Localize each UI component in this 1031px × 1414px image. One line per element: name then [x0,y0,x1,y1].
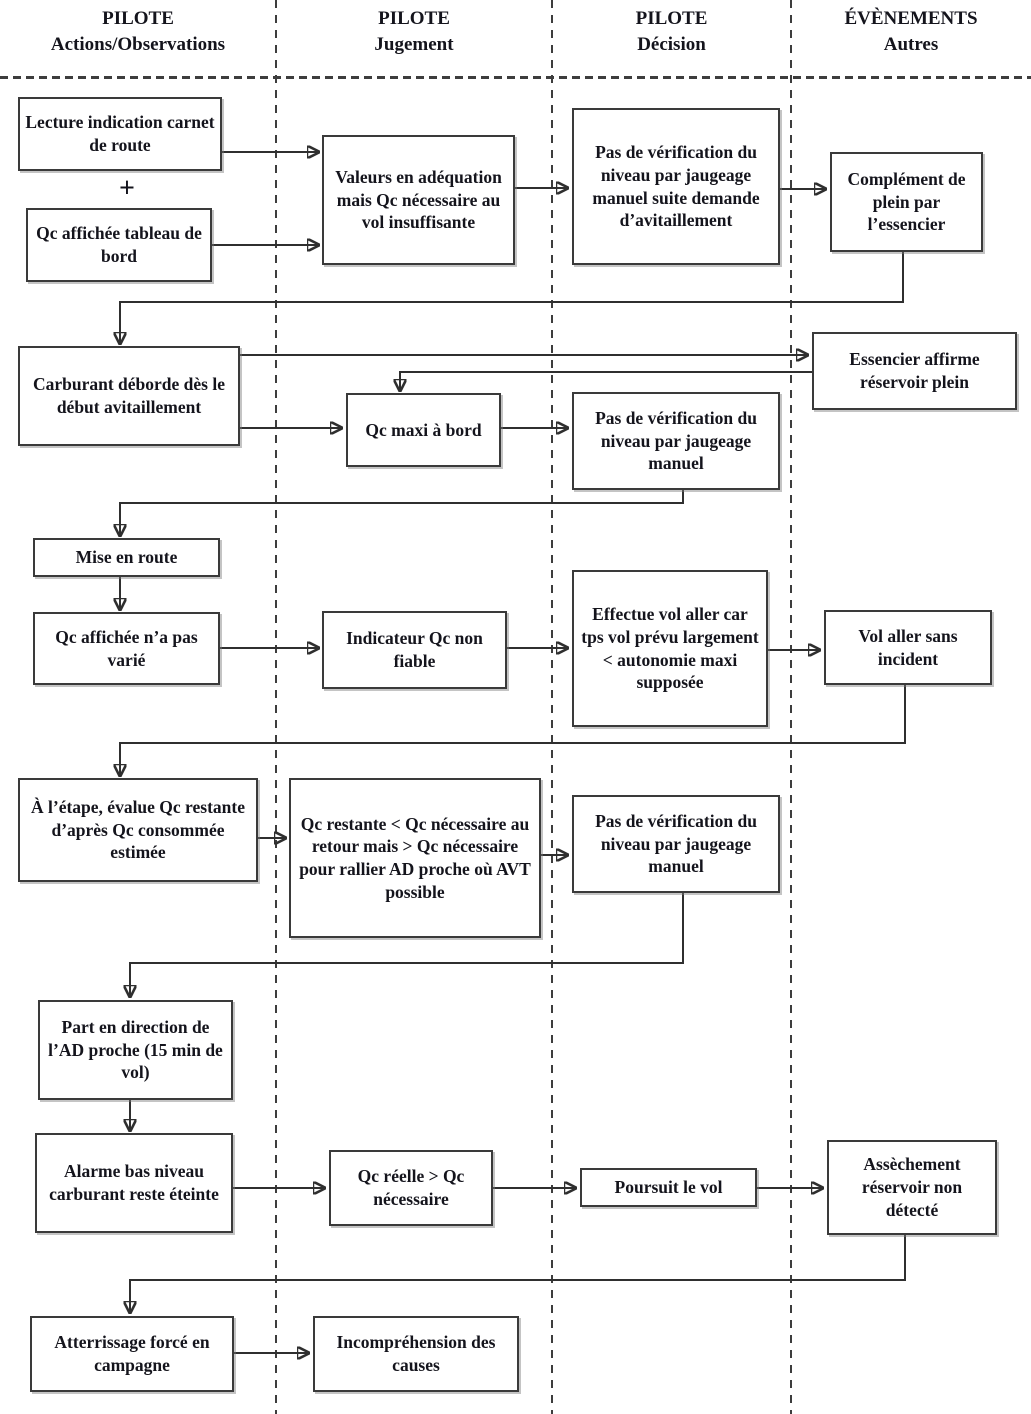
column-header-pilote-decision: PILOTE Décision [552,6,791,58]
node-mise-en-route: Mise en route [33,538,220,577]
node-label: À l’étape, évalue Qc restante d’après Qc… [31,796,245,863]
node-label: Qc restante < Qc nécessaire au retour ma… [299,813,531,902]
column-header-pilote-actions: PILOTE Actions/Observations [0,6,276,58]
edge-essencier-to-qc-maxi [400,371,812,390]
column-header-pilote-jugement: PILOTE Jugement [276,6,552,58]
column-header-line2: Autres [883,34,939,55]
node-a-letape-evalue-qc: À l’étape, évalue Qc restante d’après Qc… [18,778,258,882]
node-atterrissage-force: Atterrissage forcé en campagne [30,1316,234,1392]
node-label: Qc réelle > Qc nécessaire [357,1166,465,1209]
node-qc-affichee-na-pas-varie: Qc affichée n’a pas varié [33,612,220,685]
edge-vol-aller-to-etape [120,685,906,775]
node-label: Qc maxi à bord [365,419,482,440]
node-pas-verification-3: Pas de vérification du niveau par jaugea… [572,795,780,893]
node-label: Lecture indication carnet de route [25,112,215,155]
header-divider [0,76,1031,79]
node-valeurs-en-adequation: Valeurs en adéquation mais Qc nécessaire… [322,135,515,265]
node-poursuit-le-vol: Poursuit le vol [580,1168,757,1207]
node-qc-maxi-a-bord: Qc maxi à bord [346,393,501,467]
node-label: Assèchement réservoir non détecté [861,1154,963,1220]
column-header-line2: Jugement [374,34,454,55]
node-complement-de-plein: Complément de plein par l’essencier [830,152,983,252]
plus-sign: + [119,173,135,204]
edge-complement-to-carburant [120,252,904,343]
node-label: Pas de vérification du niveau par jaugea… [592,142,760,231]
node-indicateur-qc-non-fiable: Indicateur Qc non fiable [322,611,507,689]
node-incomprehension-des-causes: Incompréhension des causes [313,1316,519,1392]
column-header-line1: PILOTE [635,8,708,29]
node-label: Indicateur Qc non fiable [346,628,483,671]
edge-pas-verif-3-to-part-direction [130,893,684,996]
node-alarme-bas-niveau: Alarme bas niveau carburant reste éteint… [35,1133,233,1233]
column-header-line1: ÉVÈNEMENTS [844,8,978,29]
node-qc-reelle-superieure: Qc réelle > Qc nécessaire [329,1150,493,1226]
node-lecture-indication: Lecture indication carnet de route [18,97,222,171]
node-label: Alarme bas niveau carburant reste éteint… [49,1161,219,1204]
node-carburant-deborde: Carburant déborde dès le début avitaille… [18,346,240,446]
node-label: Effectue vol aller car tps vol prévu lar… [581,604,759,693]
node-label: Qc affichée tableau de bord [36,223,202,266]
node-label: Mise en route [75,547,178,568]
node-label: Part en direction de l’AD proche (15 min… [48,1016,223,1083]
node-label: Pas de vérification du niveau par jaugea… [595,810,757,877]
node-effectue-vol-aller: Effectue vol aller car tps vol prévu lar… [572,570,768,727]
edge-assechement-to-atterrissage [130,1235,906,1312]
edge-pas-verif-2-to-mise-en-route [120,490,684,535]
node-label: Essencier affirme réservoir plein [849,349,980,392]
column-header-line2: Actions/Observations [50,34,226,55]
node-qc-affichee-tableau-de-bord: Qc affichée tableau de bord [26,208,212,282]
column-header-evenements-autres: ÉVÈNEMENTS Autres [791,6,1031,58]
column-header-line1: PILOTE [378,8,450,29]
node-label: Carburant déborde dès le début avitaille… [32,374,225,417]
node-part-en-direction-ad: Part en direction de l’AD proche (15 min… [38,1000,233,1100]
node-assechement-reservoir: Assèchement réservoir non détecté [827,1140,997,1235]
node-label: Poursuit le vol [614,1177,723,1198]
node-pas-verification-2: Pas de vérification du niveau par jaugea… [572,392,780,490]
node-label: Atterrissage forcé en campagne [54,1332,210,1375]
node-label: Qc affichée n’a pas varié [55,626,198,670]
column-header-line2: Décision [637,34,706,55]
node-qc-restante-inferieure: Qc restante < Qc nécessaire au retour ma… [289,778,541,938]
node-essencier-affirme: Essencier affirme réservoir plein [812,332,1017,410]
node-label: Complément de plein par l’essencier [847,168,966,235]
column-divider-3 [790,0,792,1414]
node-label: Valeurs en adéquation mais Qc nécessaire… [335,166,502,233]
node-label: Vol aller sans incident [858,625,958,669]
node-vol-aller-sans-incident: Vol aller sans incident [824,610,992,685]
column-header-line1: PILOTE [102,8,174,29]
column-divider-2 [551,0,553,1414]
column-divider-1 [275,0,277,1414]
node-label: Pas de vérification du niveau par jaugea… [595,407,757,474]
node-pas-verification-1: Pas de vérification du niveau par jaugea… [572,108,780,265]
node-label: Incompréhension des causes [336,1332,496,1375]
